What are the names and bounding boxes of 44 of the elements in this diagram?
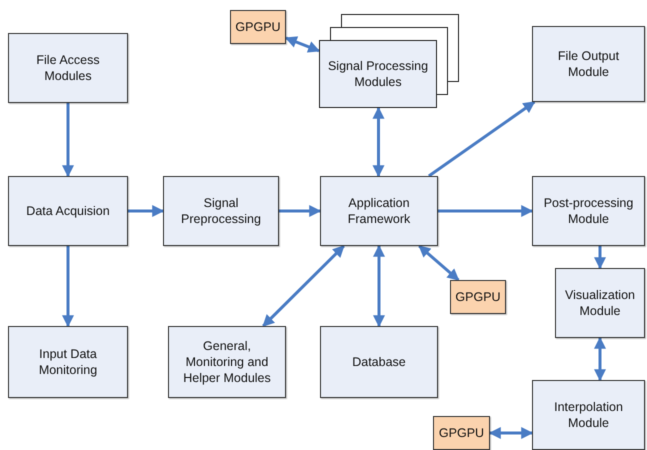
node-label: GPGPU <box>455 288 501 306</box>
arrow <box>438 205 534 217</box>
node-label: Interpolation Module <box>553 398 624 432</box>
arrow <box>488 427 534 439</box>
node-label: GPGPU <box>438 424 484 442</box>
arrow <box>428 100 536 178</box>
arrow <box>279 205 322 217</box>
module-box <box>168 326 286 398</box>
arrow <box>373 244 385 328</box>
module-box <box>532 176 645 246</box>
module-box <box>8 326 128 398</box>
gpgpu-box <box>433 416 490 450</box>
node-label: Post-processing Module <box>542 194 634 228</box>
node-label: Input Data Monitoring <box>38 346 98 378</box>
arrow <box>418 244 460 282</box>
arrow <box>372 106 384 178</box>
node-label: Application Framework <box>346 194 412 228</box>
arrow <box>62 246 74 328</box>
arrow <box>128 205 164 217</box>
module-box <box>555 268 645 338</box>
module-box <box>320 326 438 398</box>
module-box <box>532 380 645 450</box>
arrow <box>284 36 320 53</box>
node-label: General, Monitoring and Helper Modules <box>182 338 272 386</box>
node-label: Data Acquision <box>26 202 110 220</box>
arrow <box>594 336 606 382</box>
node-label: File Output Module <box>556 48 620 80</box>
arrow <box>262 244 345 328</box>
arrow <box>594 246 606 270</box>
module-box <box>532 26 645 102</box>
module-box <box>320 176 438 246</box>
node-label: Visualization Module <box>564 286 636 320</box>
module-box <box>163 176 279 246</box>
node-label: Signal Processing Modules <box>326 58 430 91</box>
node-label: Database <box>352 354 406 370</box>
gpgpu-box <box>450 280 506 314</box>
module-box <box>8 33 128 103</box>
module-box <box>8 176 128 246</box>
arrow <box>62 103 74 178</box>
node-label: File Access Modules <box>35 52 101 84</box>
stacked-module-box <box>319 14 461 108</box>
node-label: Signal Preprocessing <box>180 194 262 228</box>
gpgpu-box <box>230 10 286 44</box>
node-label: GPGPU <box>235 18 281 36</box>
